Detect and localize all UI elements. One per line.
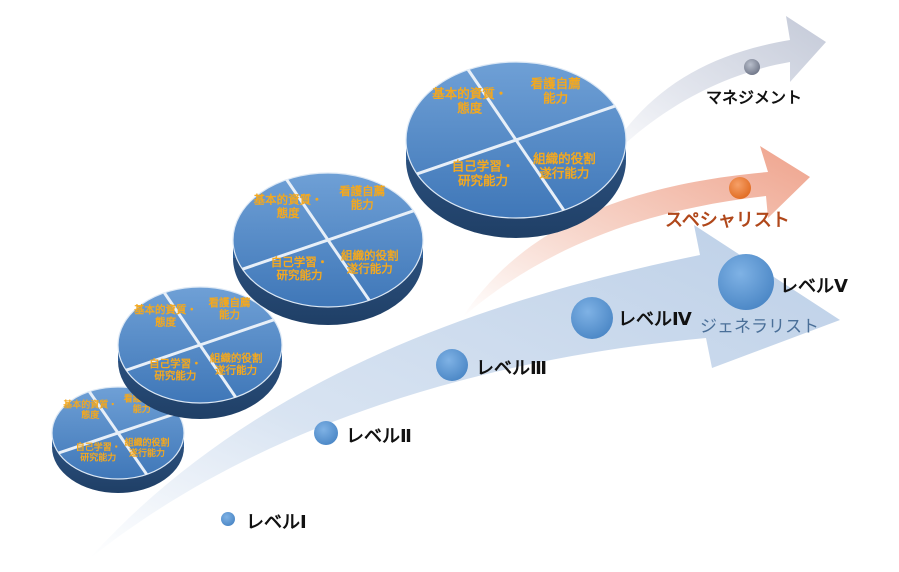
disc-label-q3: 自己学習・研究能力 (271, 255, 329, 282)
disc-label-line: 自己学習・ (452, 159, 515, 174)
management-label: マネジメント (706, 88, 802, 107)
disc-label-q2: 看護自薦能力 (338, 184, 385, 211)
disc-label-q1: 基本的資質・態度 (133, 303, 197, 328)
level-1-label: レベルⅠ (246, 512, 307, 533)
disc-label-q2: 看護自薦能力 (209, 296, 251, 321)
disc-label-q1: 基本的資質・態度 (253, 193, 323, 220)
management-dot (744, 59, 760, 75)
level-1-dot (221, 512, 235, 526)
level-2-dot (314, 421, 338, 445)
disc-label-line: 研究能力 (277, 268, 323, 282)
disc-label-q4: 組織的役割遂行能力 (341, 248, 399, 275)
disc-label-line: 能力 (351, 197, 374, 211)
disc-label-line: 能力 (133, 403, 151, 415)
disc-label-q4: 組織的役割遂行能力 (210, 351, 263, 376)
level-4-dot (571, 297, 613, 339)
level-5-label: レベルⅤ (780, 276, 848, 297)
disc-label-line: 遂行能力 (347, 262, 393, 276)
disc-label-line: 遂行能力 (129, 447, 165, 459)
disc-label-line: 基本的資質・ (253, 193, 323, 207)
specialist-arrow (462, 146, 810, 318)
level-3-label: レベルⅢ (476, 358, 547, 379)
disc-label-line: 態度 (457, 101, 483, 116)
disc-label-line: 基本的資質・ (62, 398, 117, 410)
disc-label-line: 態度 (277, 206, 300, 220)
disc-label-line: 研究能力 (458, 173, 508, 188)
disc-label-q3: 自己学習・研究能力 (452, 159, 515, 188)
disc-divider (163, 291, 237, 399)
disc-label-line: 組織的役割 (210, 351, 263, 364)
disc-label-q4: 組織的役割遂行能力 (533, 151, 596, 180)
disc-label-line: 看護自薦 (531, 76, 582, 91)
level-3-dot (436, 349, 468, 381)
disc-label-line: 研究能力 (154, 369, 196, 382)
disc-label-line: 組織的役割 (125, 437, 170, 449)
generalist-arrow (88, 225, 840, 560)
generalist-label: ジェネラリスト (700, 317, 819, 337)
disc-label-q3: 自己学習・研究能力 (76, 441, 121, 463)
disc-label-line: 看護自薦 (209, 296, 251, 309)
disc-label-line: 組織的役割 (341, 248, 399, 262)
disc-label-line: 研究能力 (80, 451, 116, 463)
disc-label-q4: 組織的役割遂行能力 (125, 437, 170, 459)
disc-label-line: 組織的役割 (533, 151, 596, 166)
specialist-label: スペシャリスト (665, 210, 790, 231)
disc-label-line: 看護自薦 (338, 184, 385, 198)
disc-label-line: 能力 (219, 308, 240, 321)
disc-label-q2: 看護自薦能力 (531, 76, 582, 105)
disc-label-line: 態度 (155, 315, 176, 328)
level-5-dot (718, 254, 774, 310)
disc-divider (285, 178, 371, 302)
disc-label-line: 自己学習・ (76, 441, 121, 453)
disc-label-line: 基本的資質・ (431, 86, 507, 101)
disc-label-line: 能力 (543, 91, 568, 106)
disc-divider (88, 390, 148, 476)
disc-label-line: 態度 (81, 409, 100, 421)
disc-label-line: 遂行能力 (539, 165, 589, 180)
level-2-label: レベルⅡ (346, 426, 412, 447)
disc-label-line: 基本的資質・ (133, 303, 197, 316)
disc-label-q3: 自己学習・研究能力 (149, 357, 202, 382)
management-arrow (600, 16, 826, 168)
disc-label-line: 遂行能力 (215, 364, 257, 377)
disc-label-q1: 基本的資質・態度 (431, 86, 507, 115)
level-4-label: レベルⅣ (618, 309, 692, 330)
disc-label-line: 自己学習・ (271, 255, 329, 269)
disc-divider (466, 68, 566, 212)
disc-label-q1: 基本的資質・態度 (62, 398, 117, 420)
specialist-dot (729, 177, 751, 199)
disc-label-line: 自己学習・ (149, 357, 202, 370)
